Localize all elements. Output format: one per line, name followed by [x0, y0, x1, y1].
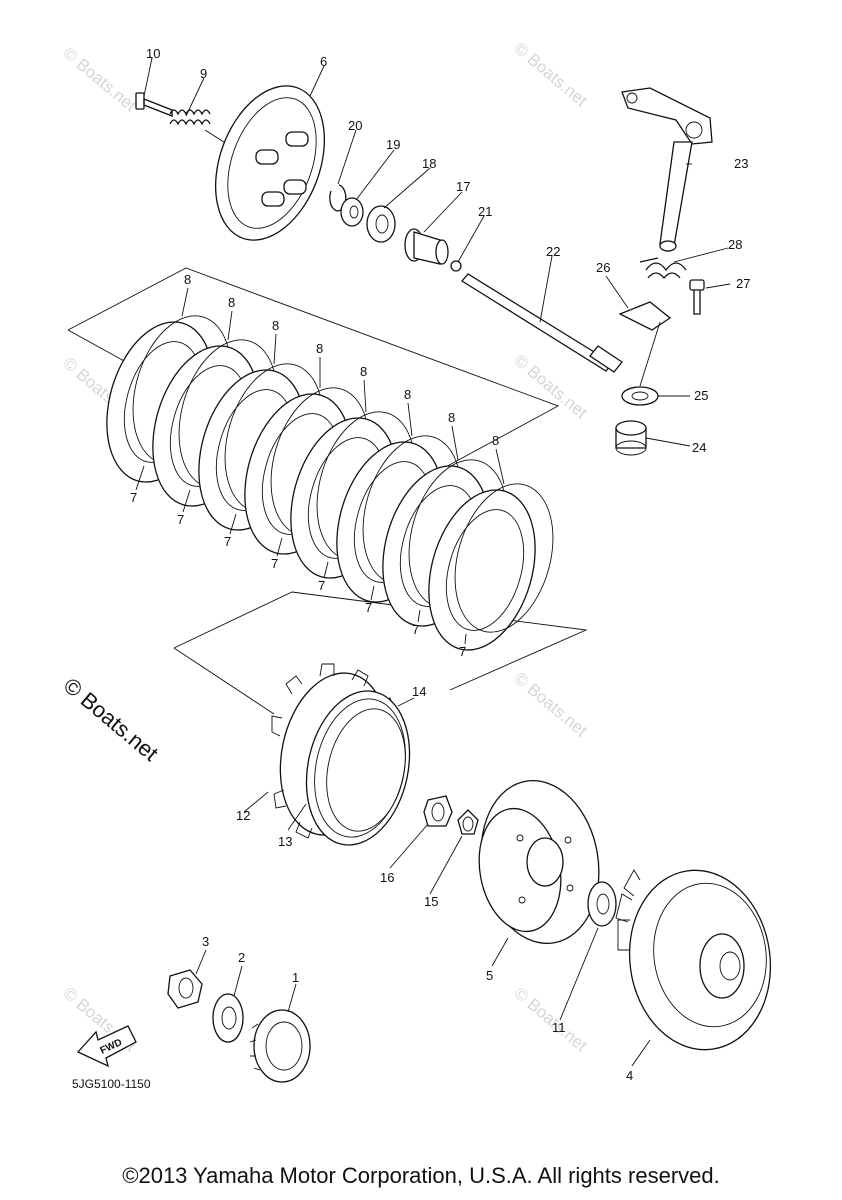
leader-7-7: [417, 609, 421, 623]
callout-8-5: 8: [360, 364, 367, 379]
callout-7-2: 7: [177, 512, 184, 527]
leader-8-5: [363, 379, 367, 413]
plate-pair-8: [428, 483, 554, 651]
spring-part-28: [639, 257, 687, 280]
watermark-1: © Boats.net: [59, 44, 140, 116]
callout-8-7: 8: [448, 410, 455, 425]
leader-7-1: [135, 465, 145, 491]
callout-20: 20: [348, 118, 362, 133]
ring-part-13: [305, 690, 411, 846]
leader-8-6: [407, 402, 413, 437]
callout-18: 18: [422, 156, 436, 171]
push-rod-part-22: [461, 273, 623, 373]
ball-part-21: [450, 260, 462, 272]
callout-17: 17: [456, 179, 470, 194]
callout-1: 1: [292, 970, 299, 985]
leader-7-3: [229, 513, 237, 535]
callout-11: 11: [552, 1020, 566, 1035]
callout-25: 25: [694, 388, 708, 403]
ring-part-14: [326, 708, 406, 832]
callout-7-1: 7: [130, 490, 137, 505]
shaft-part-23: [621, 87, 713, 252]
callout-8-6: 8: [404, 387, 411, 402]
callout-8-4: 8: [316, 341, 323, 356]
callout-7-8: 7: [459, 644, 466, 659]
push-rod-part-17: [404, 228, 449, 265]
callout-7-5: 7: [318, 578, 325, 593]
drawing-code: 5JG5100-1150: [72, 1077, 151, 1091]
callout-2: 2: [238, 950, 245, 965]
friction-plates: [106, 315, 554, 651]
callout-10: 10: [146, 46, 160, 61]
bush-part-24: [615, 420, 647, 456]
watermark-5: © Boats.net: [510, 669, 591, 741]
callout-7-7: 7: [412, 622, 419, 637]
washer-part-19: [340, 197, 364, 227]
callout-15: 15: [424, 894, 438, 909]
callout-22: 22: [546, 244, 560, 259]
bearing-part-18: [366, 205, 396, 243]
callout-14: 14: [412, 684, 426, 699]
plate-callouts: 8 7 8 7 8 7 8 7 8 7 8 7 8 7 8 7: [130, 272, 505, 659]
callout-28: 28: [728, 237, 742, 252]
callout-19: 19: [386, 137, 400, 152]
bolt-part-10: [135, 92, 173, 117]
leader-8-2: [227, 310, 233, 341]
callout-27: 27: [736, 276, 750, 291]
leader-7-4: [276, 537, 283, 557]
leader-7-6: [370, 585, 375, 601]
callout-6: 6: [320, 54, 327, 69]
leader-7-2: [182, 489, 191, 513]
nut-part-16: [423, 795, 453, 827]
leader-7-5: [323, 561, 329, 579]
copyright-notice: ©2013 Yamaha Motor Corporation, U.S.A. A…: [122, 1163, 720, 1188]
callout-9: 9: [200, 66, 207, 81]
callout-21: 21: [478, 204, 492, 219]
screw-part-27: [689, 279, 705, 315]
callout-12: 12: [236, 808, 250, 823]
fwd-arrow-icon: FWD: [76, 1025, 137, 1068]
callout-7-4: 7: [271, 556, 278, 571]
callout-5: 5: [486, 968, 493, 983]
callout-16: 16: [380, 870, 394, 885]
leader-8-3: [273, 333, 277, 365]
nut-part-3: [167, 969, 203, 1009]
gear-part-1: [249, 1009, 311, 1083]
leader-lines: [143, 57, 731, 1067]
watermark-dark: © Boats.net: [59, 673, 163, 766]
pressure-plate-part-6: [214, 85, 326, 241]
leader-8-7: [451, 425, 459, 461]
watermark-7: © Boats.net: [510, 984, 591, 1056]
leader-8-1: [181, 287, 189, 317]
callout-13: 13: [278, 834, 292, 849]
callout-23: 23: [734, 156, 748, 171]
clutch-housing-part-4: [615, 869, 772, 1051]
callout-7-3: 7: [224, 534, 231, 549]
leader-8-8: [495, 448, 505, 485]
washer-part-2: [212, 993, 244, 1043]
callout-3: 3: [202, 934, 209, 949]
callout-8-1: 8: [184, 272, 191, 287]
callout-4: 4: [626, 1068, 633, 1083]
callout-8-3: 8: [272, 318, 279, 333]
callout-8-8: 8: [492, 433, 499, 448]
plate-part-26: [618, 301, 672, 331]
callout-8-2: 8: [228, 295, 235, 310]
callout-7-6: 7: [365, 600, 372, 615]
callouts: 10 9 6 20 19 18 17 21 22 23 28 27 26 25 …: [146, 46, 750, 1083]
watermark-4: © Boats.net: [510, 351, 591, 423]
watermark-2: © Boats.net: [510, 39, 591, 111]
leader-7-8: [464, 633, 467, 645]
clutch-boss-part-5: [478, 779, 600, 945]
lock-washer-part-15: [457, 809, 479, 835]
seal-part-25: [621, 386, 659, 406]
callout-26: 26: [596, 260, 610, 275]
callout-24: 24: [692, 440, 706, 455]
spring-part-9: [169, 109, 231, 147]
thrust-washer-part-11: [587, 881, 617, 927]
